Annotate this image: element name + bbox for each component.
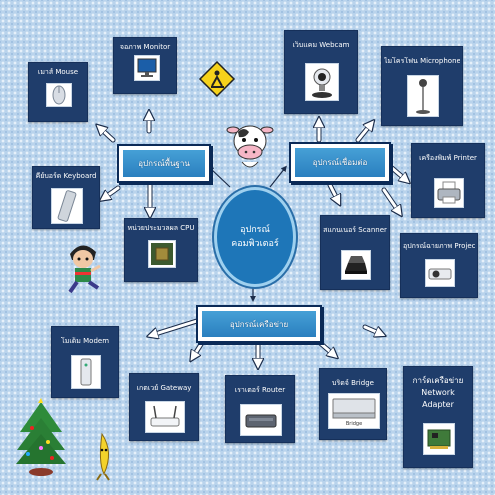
- center-title-line2: คอมพิวเตอร์: [231, 239, 279, 249]
- cartoon-kid-icon: [68, 245, 101, 294]
- printer-photo: [434, 178, 464, 208]
- center-title-line1: อุปกรณ์: [240, 225, 270, 235]
- category-network[interactable]: อุปกรณ์เครือข่าย: [196, 305, 322, 343]
- scanner-photo: [341, 250, 371, 280]
- webcam-photo: [305, 63, 339, 101]
- category-network-label: อุปกรณ์เครือข่าย: [202, 311, 316, 337]
- under-construction-icon: [198, 60, 236, 98]
- router-label: เราเตอร์ Router: [234, 386, 286, 394]
- cow-mascot-icon: [226, 125, 274, 168]
- cpu-label: หน่วยประมวลผล CPU: [127, 224, 195, 232]
- bridge-caption: Bridge: [345, 421, 363, 427]
- category-connect[interactable]: อุปกรณ์เชื่อมต่อ: [289, 142, 391, 183]
- category-basic-label: อุปกรณ์พื้นฐาน: [123, 150, 205, 177]
- keyboard-label: คีย์บอร์ด Keyboard: [35, 172, 97, 180]
- modem-label: โมเด็ม Modem: [60, 337, 110, 345]
- keyboard-photo: [51, 188, 83, 224]
- modem-card[interactable]: โมเด็ม Modem: [51, 326, 119, 398]
- monitor-label: จอภาพ Monitor: [119, 43, 171, 51]
- network-adapter-label: การ์ดเครือข่าย Network Adapter: [412, 376, 464, 409]
- scanner-card[interactable]: สแกนเนอร์ Scanner: [320, 215, 390, 290]
- bridge-label: บริดจ์ Bridge: [332, 379, 374, 387]
- printer-label: เครื่องพิมพ์ Printer: [419, 154, 477, 162]
- keyboard-card[interactable]: คีย์บอร์ด Keyboard: [32, 166, 100, 229]
- microphone-photo: [407, 75, 439, 117]
- scanner-label: สแกนเนอร์ Scanner: [323, 226, 387, 234]
- bridge-photo: Bridge: [328, 393, 380, 429]
- router-card[interactable]: เราเตอร์ Router: [225, 375, 295, 443]
- microphone-card[interactable]: ไมโครโฟน Microphone: [381, 46, 463, 126]
- bridge-card[interactable]: บริดจ์ Bridge Bridge: [319, 368, 387, 440]
- network-adapter-card[interactable]: การ์ดเครือข่าย Network Adapter: [403, 366, 473, 468]
- mouse-label: เมาส์ Mouse: [37, 68, 79, 76]
- projector-card[interactable]: อุปกรณ์ฉายภาพ Projector: [400, 233, 478, 298]
- webcam-card[interactable]: เว็บแคม Webcam: [284, 30, 358, 114]
- cpu-photo: [148, 240, 176, 268]
- center-node[interactable]: อุปกรณ์ คอมพิวเตอร์: [214, 187, 296, 287]
- microphone-label: ไมโครโฟน Microphone: [384, 57, 460, 65]
- gateway-photo: [145, 401, 185, 433]
- projector-label: อุปกรณ์ฉายภาพ Projector: [403, 242, 475, 250]
- monitor-photo: [134, 55, 160, 81]
- router-photo: [240, 404, 282, 436]
- christmas-tree-icon: [16, 398, 66, 476]
- network-adapter-photo: [423, 423, 455, 455]
- webcam-label: เว็บแคม Webcam: [292, 41, 350, 49]
- category-connect-label: อุปกรณ์เชื่อมต่อ: [295, 148, 385, 177]
- projector-photo: [425, 259, 455, 287]
- printer-card[interactable]: เครื่องพิมพ์ Printer: [411, 143, 485, 218]
- mouse-photo: [46, 83, 72, 107]
- monitor-card[interactable]: จอภาพ Monitor: [113, 37, 177, 94]
- cpu-card[interactable]: หน่วยประมวลผล CPU: [124, 218, 198, 282]
- modem-photo: [71, 355, 101, 389]
- gateway-card[interactable]: เกตเวย์ Gateway: [129, 373, 199, 441]
- gateway-label: เกตเวย์ Gateway: [136, 384, 192, 392]
- mouse-card[interactable]: เมาส์ Mouse: [28, 62, 88, 122]
- category-basic[interactable]: อุปกรณ์พื้นฐาน: [117, 144, 211, 183]
- dancing-banana-icon: [96, 432, 110, 481]
